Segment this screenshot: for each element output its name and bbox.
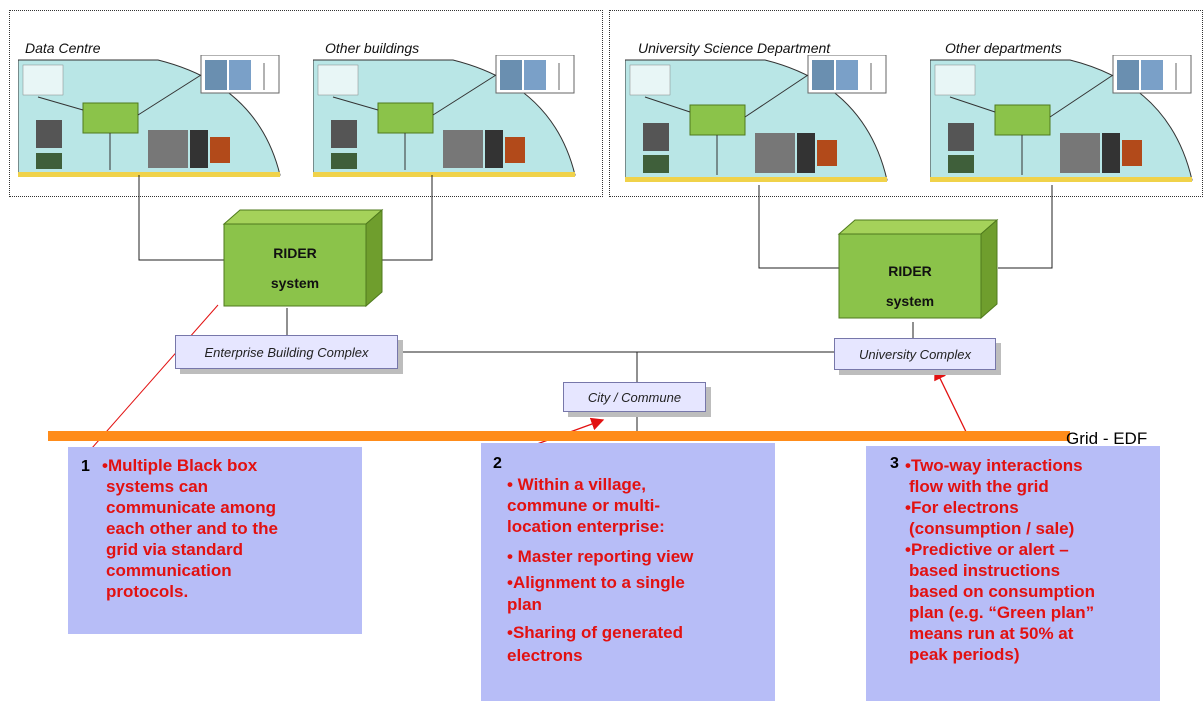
note-3-line: •Predictive or alert –: [905, 540, 1069, 559]
note-1-number: 1: [81, 458, 90, 475]
note-1-line: •Multiple Black box: [102, 456, 258, 475]
note-1-line: each other and to the: [106, 519, 278, 538]
note-2-number: 2: [493, 455, 502, 472]
university-complex: University Complex: [834, 338, 996, 370]
grid-edf-bar: [48, 431, 1070, 441]
note-2-line: • Within a village,: [507, 475, 646, 494]
note-1-line: protocols.: [106, 582, 189, 601]
enterprise-building-complex: Enterprise Building Complex: [175, 335, 398, 369]
note-2-line: plan: [507, 595, 542, 614]
note-1-line: communication: [106, 561, 232, 580]
data-centre-title: Data Centre: [25, 40, 101, 56]
note-3-line: plan (e.g. “Green plan”: [909, 603, 1095, 622]
note-3-line: means run at 50% at: [909, 624, 1074, 643]
note-3-line: (consumption / sale): [909, 519, 1075, 538]
other-buildings-title: Other buildings: [325, 40, 420, 56]
rider-system-label-left: system: [271, 275, 319, 291]
note-3-line: based instructions: [909, 561, 1061, 580]
rider-system-left: RIDER system: [222, 208, 384, 308]
smart-building-diagram-other-departments: [930, 55, 1193, 182]
note-1-line: communicate among: [106, 498, 277, 517]
note-3-line: •For electrons: [905, 498, 1019, 517]
rider-label-left: RIDER: [273, 245, 317, 261]
other-departments-title: Other departments: [945, 40, 1062, 56]
note-3-line: peak periods): [909, 645, 1020, 664]
note-2-line: location enterprise:: [507, 517, 665, 536]
note-3-number: 3: [890, 455, 899, 472]
note-2-box: [481, 443, 775, 701]
note-2-line: commune or multi-: [507, 496, 661, 515]
note-2-line: electrons: [507, 646, 583, 665]
note-2-line: •Alignment to a single: [507, 573, 685, 592]
university-science-department-title: University Science Department: [638, 40, 831, 56]
rider-label-right: RIDER: [888, 263, 932, 279]
smart-building-diagram-university-science: [625, 55, 888, 182]
smart-building-diagram-data-centre: [18, 55, 281, 177]
rider-system-label-right: system: [886, 293, 934, 309]
city-commune: City / Commune: [563, 382, 706, 412]
note-3-line: based on consumption: [909, 582, 1096, 601]
note-3-line: flow with the grid: [909, 477, 1049, 496]
note-1-box: [68, 447, 362, 634]
rider-system-right: RIDER system: [837, 218, 999, 320]
note-2-line: • Master reporting view: [507, 547, 694, 566]
note-3-box: [866, 446, 1160, 701]
grid-edf-label: Grid - EDF: [1066, 429, 1148, 448]
note-1-line: systems can: [106, 477, 209, 496]
note-3-line: •Two-way interactions: [905, 456, 1083, 475]
note-2-line: •Sharing of generated: [507, 623, 683, 642]
smart-building-diagram-other-buildings: [313, 55, 576, 177]
note-1-line: grid via standard: [106, 540, 243, 559]
